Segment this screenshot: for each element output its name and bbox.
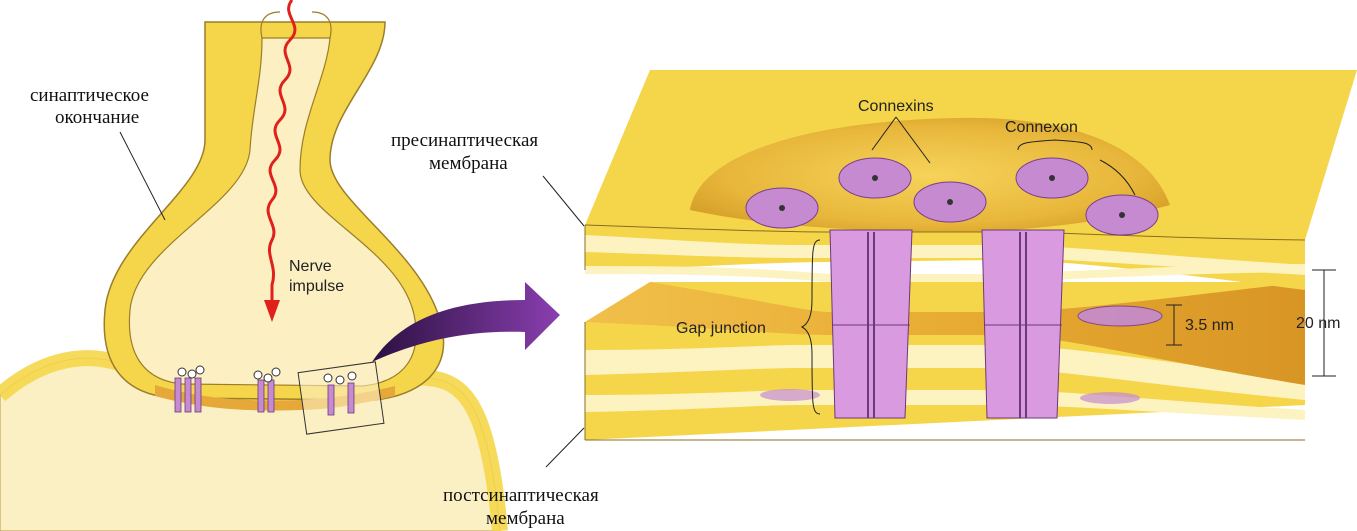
synaptic-terminal-illustration bbox=[0, 0, 500, 531]
gap-junction-channel bbox=[830, 230, 912, 418]
leader-line bbox=[120, 132, 165, 220]
gap-junction-closeup bbox=[585, 70, 1357, 440]
magnified-region-box bbox=[298, 362, 384, 434]
postsynaptic-membrane-label: мембрана bbox=[486, 508, 565, 529]
synaptic-terminal-label: окончание bbox=[55, 107, 139, 128]
presynaptic-membrane-label: мембрана bbox=[429, 153, 508, 174]
gap-junction-label: Gap junction bbox=[676, 320, 766, 337]
connexon bbox=[914, 182, 986, 222]
connexins-label: Connexins bbox=[858, 98, 934, 115]
connexon-label: Connexon bbox=[1005, 119, 1078, 136]
leader-line bbox=[546, 428, 584, 467]
postsynaptic-membrane-label: постсинаптическая bbox=[443, 485, 599, 506]
connexon bbox=[746, 188, 818, 228]
nerve-impulse-label: Nerve bbox=[289, 258, 332, 275]
total-width-label: 20 nm bbox=[1296, 315, 1340, 332]
gap-junction-channel bbox=[982, 230, 1064, 418]
presynaptic-membrane-label: пресинаптическая bbox=[391, 130, 538, 151]
nerve-impulse-label: impulse bbox=[289, 278, 344, 295]
connexon bbox=[1016, 158, 1088, 198]
connexon bbox=[1086, 195, 1158, 235]
gap-width-label: 3.5 nm bbox=[1185, 317, 1234, 334]
gap-junction-cluster bbox=[175, 366, 204, 412]
leader-line bbox=[543, 176, 584, 226]
connexon bbox=[839, 158, 911, 198]
synaptic-terminal-label: синаптическое bbox=[30, 85, 149, 106]
